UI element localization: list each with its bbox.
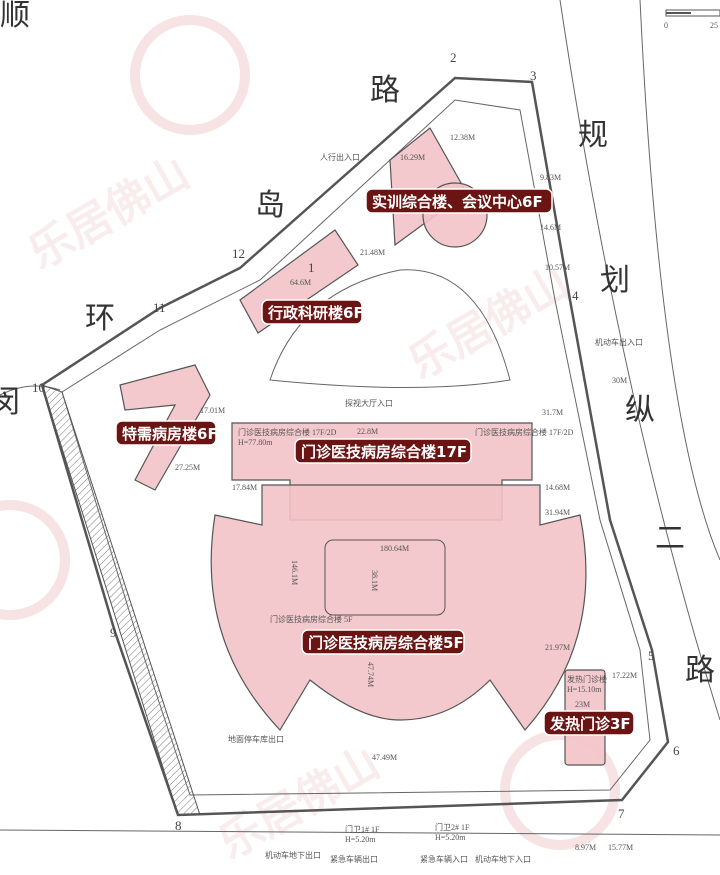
svg-text:15.77M: 15.77M [608,843,633,852]
svg-text:16.29M: 16.29M [400,153,425,162]
svg-text:机动车出入口: 机动车出入口 [595,337,643,347]
svg-text:门诊医技病房综合楼 5F: 门诊医技病房综合楼 5F [270,614,353,624]
svg-text:9.83M: 9.83M [540,173,561,182]
svg-text:17.22M: 17.22M [612,671,637,680]
label-outpatient-17f: 门诊医技病房综合楼17F [294,438,472,464]
svg-text:乐居佛山: 乐居佛山 [210,737,388,869]
svg-text:12: 12 [232,246,245,261]
svg-text:11: 11 [153,300,166,315]
svg-text:紧急车辆入口: 紧急车辆入口 [420,854,468,864]
svg-text:22.8M: 22.8M [357,427,378,436]
svg-text:行政科研楼6F: 行政科研楼6F [267,304,364,322]
svg-text:发热门诊3F: 发热门诊3F [549,715,631,733]
svg-text:机动车地下入口: 机动车地下入口 [475,854,531,864]
dimension-labels: 22.8M 180.64M 146.1M 38.1M 47.74M 23M 17… [175,133,643,864]
svg-text:实训综合楼、会议中心6F: 实训综合楼、会议中心6F [372,193,543,211]
road-label: 顺 [0,0,30,33]
svg-text:17.84M: 17.84M [232,483,257,492]
svg-text:8: 8 [175,818,182,833]
svg-text:6: 6 [673,743,680,758]
svg-text:7: 7 [618,806,625,821]
svg-text:1: 1 [308,260,315,275]
svg-text:14.6M: 14.6M [540,223,561,232]
svg-text:23M: 23M [575,700,590,709]
svg-text:门卫1# 1F: 门卫1# 1F [345,824,380,834]
road-label: 划 [600,263,630,298]
svg-text:14.68M: 14.68M [545,483,570,492]
svg-text:门诊医技病房综合楼 17F/2D: 门诊医技病房综合楼 17F/2D [475,427,574,437]
svg-text:17.01M: 17.01M [200,406,225,415]
svg-text:180.64M: 180.64M [380,544,409,553]
svg-text:25: 25 [710,21,718,30]
label-outpatient-5f: 门诊医技病房综合楼5F [301,629,465,655]
svg-text:31.94M: 31.94M [545,508,570,517]
svg-text:146.1M: 146.1M [290,560,299,585]
svg-text:3: 3 [530,68,537,83]
svg-text:探视大厅入口: 探视大厅入口 [345,398,393,408]
svg-text:特需病房楼6F: 特需病房楼6F [122,425,218,443]
atrium [324,539,446,616]
svg-text:门诊医技病房综合楼5F: 门诊医技病房综合楼5F [308,634,464,652]
svg-text:30M: 30M [612,376,627,385]
svg-text:发热门诊楼: 发热门诊楼 [567,674,607,684]
svg-text:31.7M: 31.7M [542,408,563,417]
svg-text:0: 0 [664,21,668,30]
svg-text:47.49M: 47.49M [372,753,397,762]
svg-text:4: 4 [572,288,579,303]
svg-text:8.97M: 8.97M [575,843,596,852]
label-fever-clinic: 发热门诊3F [543,710,635,736]
svg-text:64.6M: 64.6M [290,278,311,287]
svg-text:人行出入口: 人行出入口 [320,152,360,162]
svg-text:21.97M: 21.97M [545,643,570,652]
point-numbers: 1 2 3 4 5 6 7 8 9 10 11 12 [32,50,680,833]
road-label: 路 [370,73,400,108]
road-label: 岛 [255,188,285,223]
road-label: 纵 [625,393,655,428]
road-label: 闵 [0,385,20,420]
svg-text:5: 5 [648,648,655,663]
svg-text:门诊医技病房综合楼17F: 门诊医技病房综合楼17F [301,443,467,461]
svg-text:门诊医技病房综合楼 17F/2D: 门诊医技病房综合楼 17F/2D [238,427,337,437]
building-outpatient-5f [210,484,587,731]
svg-text:2: 2 [450,50,457,65]
svg-text:10.57M: 10.57M [545,263,570,272]
road-label: 路 [685,653,715,688]
svg-text:27.25M: 27.25M [175,463,200,472]
svg-text:地面停车库出口: 地面停车库出口 [228,734,284,744]
svg-text:9: 9 [110,625,117,640]
scale-bar: 0 25 [664,9,720,30]
svg-text:机动车地下出口: 机动车地下出口 [265,850,321,860]
svg-text:紧急车辆出口: 紧急车辆出口 [330,854,378,864]
label-admin-research: 行政科研楼6F [261,299,364,325]
svg-text:乐居佛山: 乐居佛山 [20,147,198,279]
road-label: 环 [85,301,115,336]
svg-text:38.1M: 38.1M [370,570,379,591]
svg-text:12.38M: 12.38M [450,133,475,142]
road-label: 规 [578,118,608,153]
svg-text:H=77.80m: H=77.80m [238,438,273,447]
road-label: 二 [655,521,685,556]
svg-text:H=5.20m: H=5.20m [435,833,466,842]
svg-text:47.74M: 47.74M [366,662,375,687]
label-vip-ward: 特需病房楼6F [115,420,218,446]
svg-text:H=5.20m: H=5.20m [345,835,376,844]
svg-text:H=15.10m: H=15.10m [567,685,602,694]
svg-text:10: 10 [32,380,45,395]
svg-text:门卫2# 1F: 门卫2# 1F [435,822,470,832]
label-training-conference: 实训综合楼、会议中心6F [365,188,553,214]
svg-text:21.48M: 21.48M [360,248,385,257]
